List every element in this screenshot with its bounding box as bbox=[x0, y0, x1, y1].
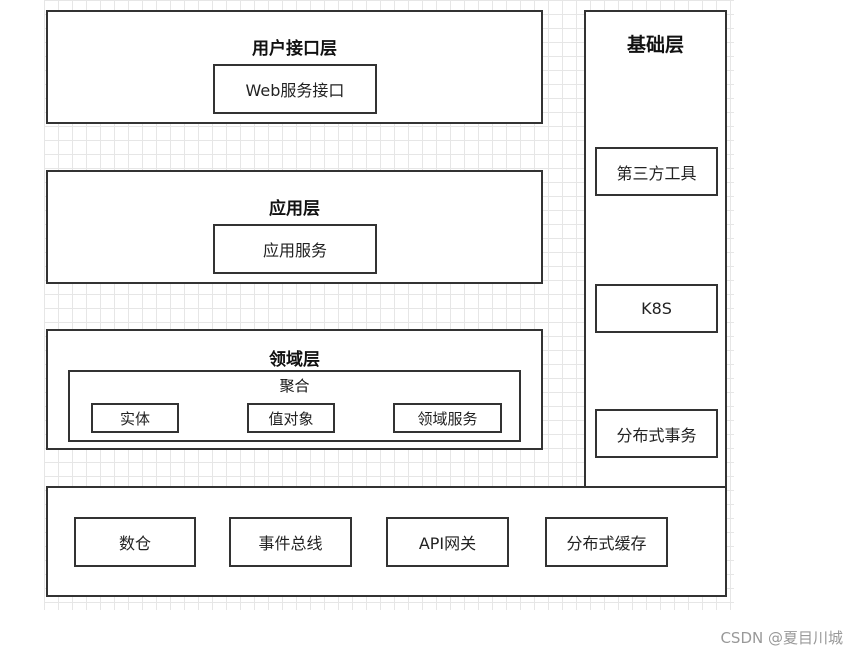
application-layer: 应用层 应用服务 bbox=[46, 170, 543, 284]
k8s-box: K8S bbox=[595, 284, 718, 333]
domain-service-box: 领域服务 bbox=[393, 403, 502, 433]
application-layer-title: 应用层 bbox=[269, 199, 320, 219]
user-interface-layer: 用户接口层 Web服务接口 bbox=[46, 10, 543, 124]
aggregate-title: 聚合 bbox=[279, 377, 310, 395]
value-object-box: 值对象 bbox=[247, 403, 335, 433]
bottom-layer: 数仓 事件总线 API网关 分布式缓存 bbox=[46, 486, 727, 597]
user-interface-layer-title: 用户接口层 bbox=[252, 39, 337, 59]
entity-box: 实体 bbox=[91, 403, 179, 433]
api-gateway-box: API网关 bbox=[386, 517, 509, 567]
infrastructure-layer: 基础层 第三方工具 K8S 分布式事务 bbox=[584, 10, 727, 490]
data-warehouse-box: 数仓 bbox=[74, 517, 196, 567]
application-service-box: 应用服务 bbox=[213, 224, 377, 274]
aggregate-box: 聚合 实体 值对象 领域服务 bbox=[68, 370, 521, 442]
watermark: CSDN @夏目川城 bbox=[720, 629, 843, 647]
event-bus-box: 事件总线 bbox=[229, 517, 352, 567]
infrastructure-layer-title: 基础层 bbox=[626, 34, 684, 56]
domain-layer: 领域层 聚合 实体 值对象 领域服务 bbox=[46, 329, 543, 450]
web-service-interface-box: Web服务接口 bbox=[213, 64, 377, 114]
distributed-cache-box: 分布式缓存 bbox=[545, 517, 668, 567]
domain-layer-title: 领域层 bbox=[269, 350, 320, 370]
distributed-transaction-box: 分布式事务 bbox=[595, 409, 718, 458]
third-party-tools-box: 第三方工具 bbox=[595, 147, 718, 196]
